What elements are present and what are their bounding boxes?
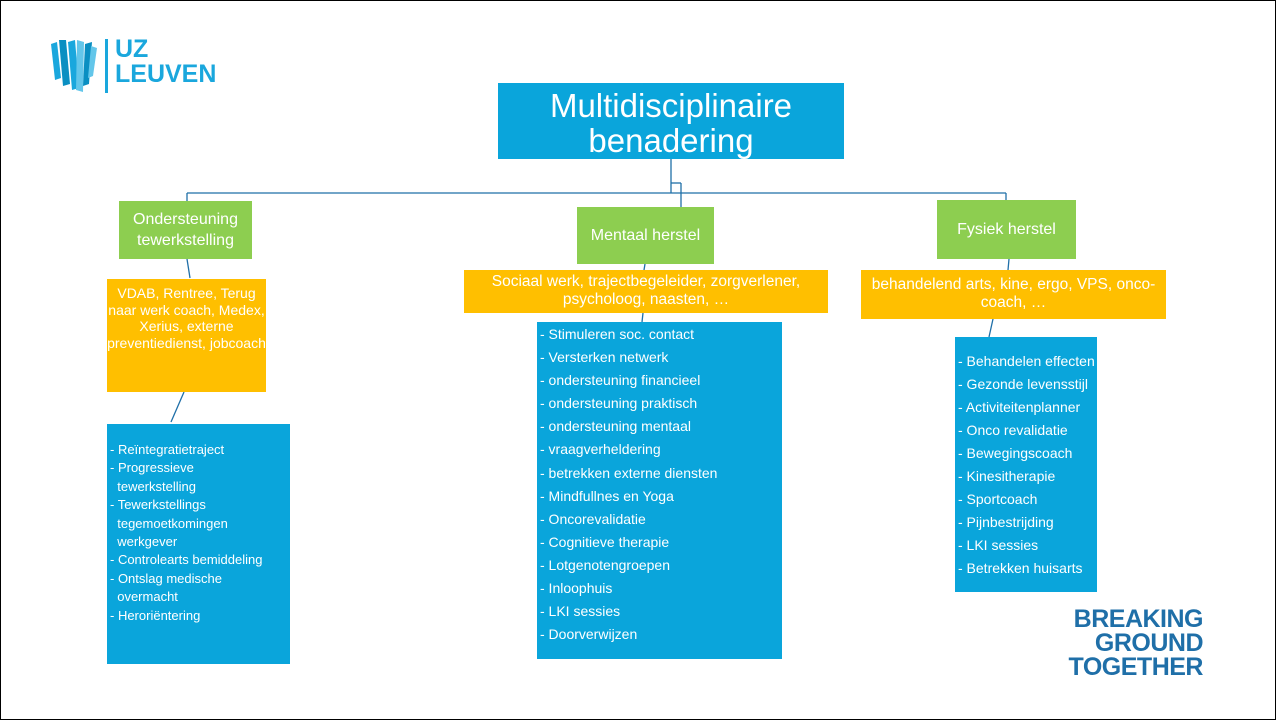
list-item: - Ontslag medische bbox=[110, 570, 222, 586]
list-item: - Inloophuis bbox=[540, 580, 613, 597]
list-item: - Lotgenotengroepen bbox=[540, 556, 670, 573]
connector-center-green-orange bbox=[643, 263, 646, 271]
logo-line-1: UZ bbox=[115, 35, 149, 63]
list-item: - Oncorevalidatie bbox=[540, 510, 646, 527]
list-item: werkgever bbox=[110, 534, 178, 550]
list-item: - LKI sessies bbox=[958, 537, 1039, 553]
logo-divider bbox=[105, 39, 108, 93]
list-item: - Bewegingscoach bbox=[958, 445, 1073, 461]
list-item: - Sportcoach bbox=[958, 491, 1038, 507]
list-item: - Betrekken huisarts bbox=[958, 560, 1083, 576]
list-item: - Controlearts bemiddeling bbox=[110, 552, 263, 568]
list-fysiek-herstel: - Behandelen effecten - Gezonde levensst… bbox=[955, 337, 1097, 592]
list-item: - vraagverheldering bbox=[540, 441, 661, 458]
tagline: BREAKING GROUND TOGETHER bbox=[1068, 605, 1204, 681]
list-item: - ondersteuning praktisch bbox=[540, 395, 698, 412]
list-item: - betrekken externe diensten bbox=[540, 464, 718, 481]
logo-line-2: LEUVEN bbox=[115, 60, 217, 88]
list-item: - Gezonde levensstijl bbox=[958, 376, 1088, 392]
professionals-tewerkstelling: VDAB, Rentree, Terug naar werk coach, Me… bbox=[107, 279, 266, 392]
tagline-line-3: TOGETHER bbox=[1068, 653, 1204, 681]
list-item: overmacht bbox=[110, 589, 178, 605]
uz-leuven-logo-icon bbox=[51, 40, 97, 92]
list-item: - ondersteuning mentaal bbox=[540, 418, 691, 435]
list-item: - ondersteuning financieel bbox=[540, 372, 701, 389]
list-item: - Tewerkstellings bbox=[110, 497, 206, 513]
connector-left-green-orange bbox=[186, 258, 191, 279]
tagline-line-1: BREAKING bbox=[1073, 605, 1204, 633]
list-item: - Behandelen effecten bbox=[958, 353, 1095, 369]
tagline-line-2: GROUND bbox=[1094, 629, 1204, 657]
connector-center-orange-blue bbox=[641, 312, 644, 323]
list-item: - Doorverwijzen bbox=[540, 626, 638, 643]
list-item: - Kinesitherapie bbox=[958, 468, 1056, 484]
logo-text: UZ LEUVEN bbox=[115, 37, 216, 87]
list-item: - Stimuleren soc. contact bbox=[540, 326, 695, 342]
diagram-title: Multidisciplinaire benadering bbox=[498, 83, 844, 159]
professionals-fysiek-herstel: behandelend arts, kine, ergo, VPS, onco-… bbox=[861, 270, 1166, 319]
list-item: - LKI sessies bbox=[540, 603, 621, 620]
list-item: - Cognitieve therapie bbox=[540, 533, 670, 550]
list-item: tewerkstelling bbox=[110, 478, 196, 494]
heading-fysiek-herstel: Fysiek herstel bbox=[937, 200, 1076, 259]
list-item: - Progressieve bbox=[110, 460, 194, 476]
professionals-mentaal-herstel: Sociaal werk, trajectbegeleider, zorgver… bbox=[464, 270, 828, 313]
list-item: - Onco revalidatie bbox=[958, 422, 1068, 438]
heading-tewerkstelling: Ondersteuning tewerkstelling bbox=[119, 201, 252, 259]
list-item: - Pijnbestrijding bbox=[958, 514, 1054, 530]
connector-right-green-orange bbox=[1007, 258, 1010, 271]
heading-mentaal-herstel: Mentaal herstel bbox=[577, 207, 714, 264]
connector-left-orange-blue bbox=[170, 391, 185, 423]
list-item: - Mindfullnes en Yoga bbox=[540, 487, 674, 504]
list-item: - Heroriëntering bbox=[110, 607, 201, 623]
list-mentaal-herstel: - Stimuleren soc. contact - Versterken n… bbox=[537, 322, 782, 659]
connector-right-orange-blue bbox=[988, 318, 994, 338]
list-tewerkstelling: - Reïntegratietraject - Progressieve tew… bbox=[107, 424, 290, 664]
list-item: - Activiteitenplanner bbox=[958, 399, 1081, 415]
list-item: - Versterken netwerk bbox=[540, 349, 669, 366]
list-item: - Reïntegratietraject bbox=[110, 442, 225, 457]
list-item: tegemoetkomingen bbox=[110, 515, 228, 531]
